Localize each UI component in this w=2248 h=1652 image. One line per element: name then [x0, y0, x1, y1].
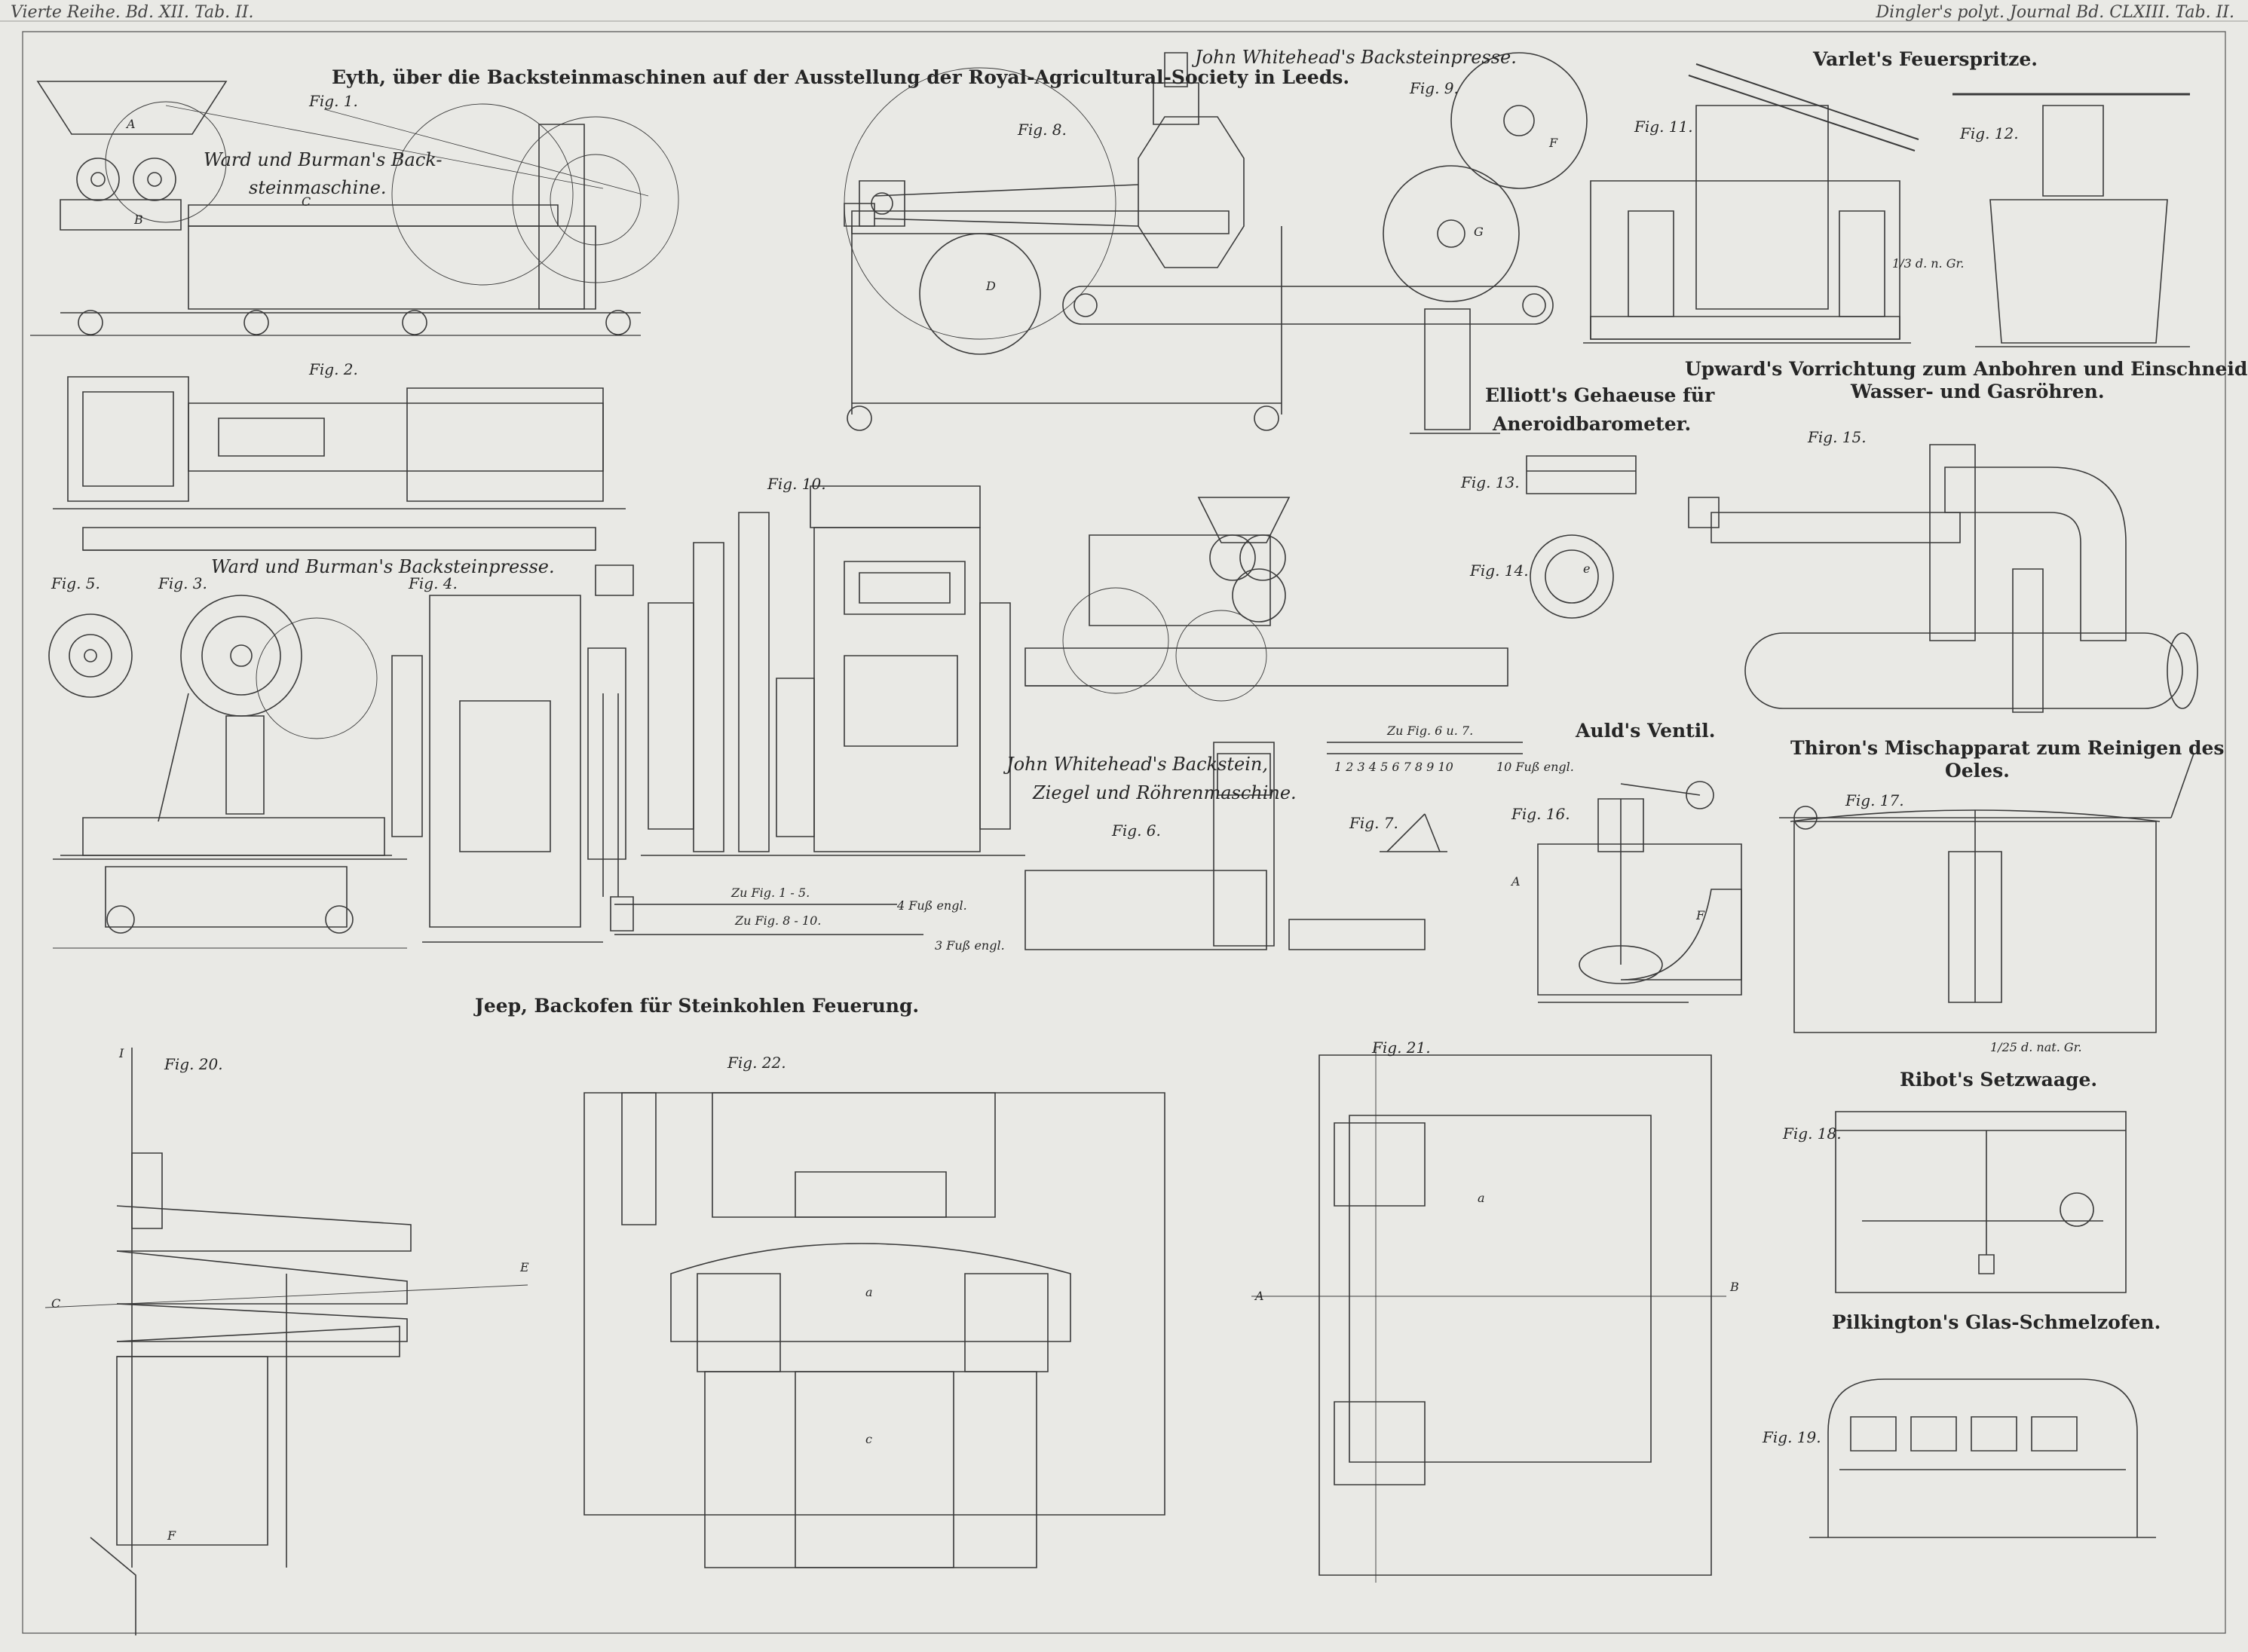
title-elliott-2: Aneroidbarometer.	[1493, 413, 1692, 435]
fig4-label: Fig. 4.	[409, 574, 458, 592]
fig14-drawing	[1530, 535, 1613, 618]
fig7-label: Fig. 7.	[1349, 814, 1398, 832]
fig11-drawing	[1583, 64, 1919, 343]
fig14-label: Fig. 14.	[1470, 561, 1529, 580]
letter-a-fig16: A	[1511, 874, 1521, 889]
letter-b-fig21: B	[1730, 1280, 1739, 1294]
scale-fig6-7-ticks: 1 2 3 4 5 6 7 8 9 10	[1334, 760, 1453, 774]
fig18-drawing	[1836, 1112, 2126, 1293]
fig16-drawing	[1538, 782, 1741, 1002]
fig22-drawing	[584, 1093, 1165, 1568]
title-thiron-1: Thiron's Mischapparat zum Reinigen des	[1790, 737, 2225, 759]
letter-i-fig20: I	[119, 1046, 124, 1060]
letter-g-fig9: G	[1474, 225, 1484, 239]
letter-e-fig20: E	[520, 1260, 529, 1274]
letter-f-fig16: F	[1696, 908, 1705, 922]
fig10-drawing	[641, 486, 1025, 855]
fig2-drawing	[53, 377, 626, 550]
title-thiron-2: Oeles.	[1945, 760, 2010, 782]
title-ward-press: Ward und Burman's Backsteinpresse.	[211, 556, 555, 577]
letter-a-fig22: a	[865, 1285, 873, 1299]
fig1-drawing	[30, 81, 678, 335]
title-varlet: Varlet's Feuerspritze.	[1813, 48, 2038, 70]
fig10-label: Fig. 10.	[767, 475, 826, 493]
header-right: Dingler's polyt. Journal Bd. CLXIII. Tab…	[1876, 3, 2234, 22]
title-jeep: Jeep, Backofen für Steinkohlen Feuerung.	[475, 995, 920, 1017]
title-upward-2: Wasser- und Gasröhren.	[1851, 381, 2105, 402]
letter-d-fig8: D	[986, 279, 996, 293]
title-upward-1: Upward's Vorrichtung zum Anbohren und Ei…	[1685, 358, 2248, 380]
fig8-drawing	[844, 53, 1553, 430]
title-ward-machine-2: steinmaschine.	[249, 177, 387, 198]
fig12-drawing	[1952, 94, 2190, 347]
fig12-label: Fig. 12.	[1960, 124, 2019, 142]
fig3-label: Fig. 3.	[158, 574, 207, 592]
letter-e-fig14: e	[1583, 561, 1591, 576]
fig21-label: Fig. 21.	[1372, 1039, 1431, 1057]
title-whitehead-press: John Whitehead's Backsteinpresse.	[1195, 47, 1517, 68]
scale-fig12-ratio: 1/3 d. n. Gr.	[1892, 256, 1965, 271]
scale-fig8-10-unit: 3 Fuß engl.	[935, 938, 1005, 953]
fig2-label: Fig. 2.	[309, 360, 358, 378]
fig8-label: Fig. 8.	[1018, 121, 1067, 139]
letter-a-fig21-plan: a	[1478, 1191, 1485, 1205]
fig21-drawing	[1251, 1048, 1726, 1583]
fig15-label: Fig. 15.	[1808, 428, 1867, 446]
title-auld: Auld's Ventil.	[1576, 720, 1716, 742]
title-elliott-1: Elliott's Gehaeuse für	[1485, 384, 1715, 406]
letter-c-fig1: C	[302, 194, 311, 209]
letter-f-fig20: F	[167, 1528, 176, 1543]
fig3-drawing	[49, 595, 407, 948]
letter-f-fig9: F	[1549, 136, 1558, 150]
fig19-label: Fig. 19.	[1763, 1428, 1821, 1446]
plate-border	[23, 32, 2225, 1633]
scale-fig1-5-unit: 4 Fuß engl.	[897, 898, 967, 913]
fig13-label: Fig. 13.	[1461, 473, 1520, 491]
fig4-drawing	[392, 565, 633, 942]
fig6-drawing	[1025, 497, 1508, 701]
title-whitehead-machine-1: John Whitehead's Backstein,	[1006, 754, 1268, 775]
title-ribot: Ribot's Setzwaage.	[1900, 1069, 2098, 1091]
scale-fig6-7-unit: 10 Fuß engl.	[1496, 760, 1574, 774]
scale-fig17-ratio: 1/25 d. nat. Gr.	[1990, 1040, 2082, 1054]
fig19-drawing	[1809, 1379, 2156, 1537]
scale-fig1-5: Zu Fig. 1 - 5.	[731, 886, 810, 900]
fig9-label: Fig. 9.	[1410, 79, 1459, 97]
title-whitehead-machine-2: Ziegel und Röhrenmaschine.	[1033, 782, 1297, 803]
fig11-label: Fig. 11.	[1634, 118, 1693, 136]
fig22-label: Fig. 22.	[727, 1054, 786, 1072]
fig6-label: Fig. 6.	[1112, 821, 1161, 840]
fig20-label: Fig. 20.	[164, 1055, 223, 1073]
scale-fig6-7: Zu Fig. 6 u. 7.	[1387, 724, 1474, 738]
fig5-label: Fig. 5.	[51, 574, 100, 592]
fig9-drawing	[1383, 53, 1587, 433]
fig15-drawing	[1689, 445, 2197, 712]
fig18-label: Fig. 18.	[1783, 1124, 1842, 1143]
letter-b-fig1: B	[134, 213, 143, 227]
fig16-label: Fig. 16.	[1511, 805, 1570, 823]
title-eyth: Eyth, über die Backsteinmaschinen auf de…	[332, 66, 1350, 88]
scale-fig8-10: Zu Fig. 8 - 10.	[735, 913, 822, 928]
letter-c-fig20: C	[51, 1296, 61, 1311]
header-left: Vierte Reihe. Bd. XII. Tab. II.	[11, 3, 254, 22]
letter-a-fig1: A	[127, 117, 136, 131]
fig7-drawing	[1380, 814, 1447, 852]
fig20-drawing	[45, 1048, 528, 1635]
letter-c-fig22: c	[865, 1432, 872, 1446]
title-ward-machine-1: Ward und Burman's Back-	[204, 149, 443, 170]
fig17-label: Fig. 17.	[1845, 791, 1904, 809]
fig13-drawing	[1527, 456, 1636, 494]
title-pilkington: Pilkington's Glas-Schmelzofen.	[1832, 1311, 2161, 1333]
letter-a-fig21: A	[1255, 1289, 1264, 1303]
fig17-drawing	[1779, 754, 2194, 1032]
fig1-label: Fig. 1.	[309, 92, 358, 110]
fig6b-drawing	[1025, 742, 1425, 950]
